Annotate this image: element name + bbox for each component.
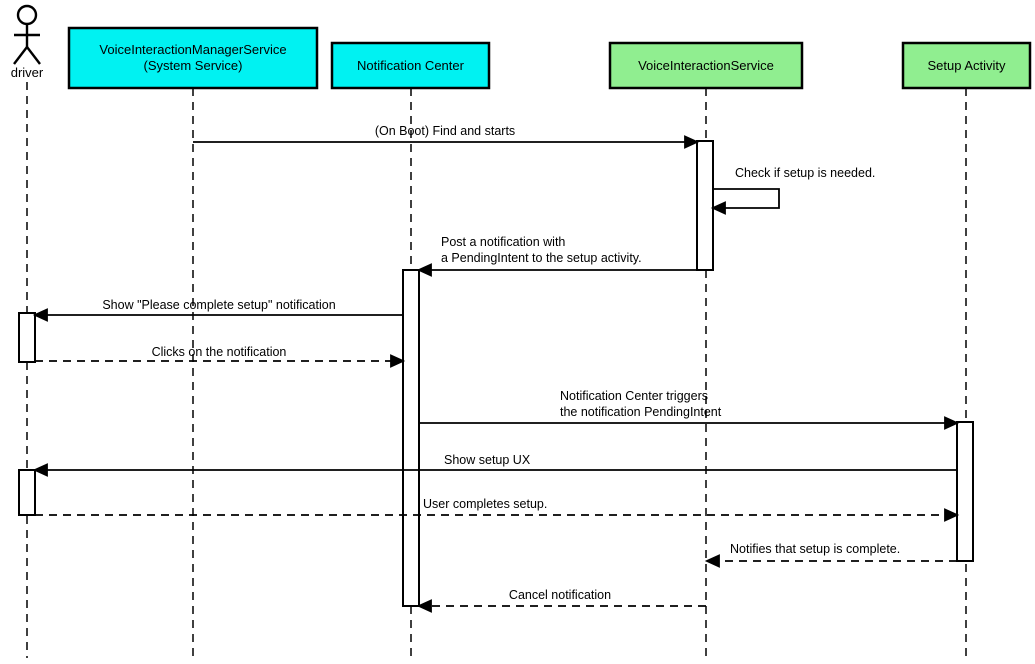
participant-label-line: VoiceInteractionService — [638, 57, 774, 73]
message-label-clicks-notification: Clicks on the notification — [151, 345, 287, 359]
arrow-trigger-pending-intent — [419, 416, 960, 430]
participant-setup-activity: Setup Activity — [903, 43, 1030, 88]
message-label-line: the notification PendingIntent — [560, 405, 722, 419]
message-label-show-setup-ux: Show setup UX — [444, 453, 531, 467]
participant-label-line: VoiceInteractionManagerService — [99, 42, 287, 57]
activation-driver-1 — [18, 312, 36, 363]
message-label-notifies-setup-complete: Notifies that setup is complete. — [730, 542, 901, 556]
message-label-trigger-pending-intent: Notification Center triggers the notific… — [560, 388, 721, 420]
arrow-notifies-setup-complete — [704, 554, 957, 568]
message-label-line: Notification Center triggers — [560, 389, 708, 403]
arrow-cancel-notification — [416, 599, 706, 613]
actor-driver-label: driver — [10, 65, 44, 80]
message-label-show-setup-notification: Show "Please complete setup" notificatio… — [102, 298, 336, 312]
message-label-cancel-notification: Cancel notification — [508, 588, 612, 602]
message-label-on-boot: (On Boot) Find and starts — [374, 124, 516, 138]
message-label-check-setup: Check if setup is needed. — [735, 166, 876, 180]
participant-label-line: Notification Center — [357, 57, 464, 73]
message-label-line: a PendingIntent to the setup activity. — [441, 251, 642, 265]
arrow-post-notification — [416, 263, 697, 277]
participant-box-voice-interaction-service — [608, 41, 804, 90]
arrow-on-boot-find-and-starts — [193, 135, 700, 149]
participant-box-setup-activity — [901, 41, 1032, 90]
arrow-user-completes-setup — [35, 508, 960, 522]
arrow-show-setup-notification — [32, 308, 403, 322]
message-label-line: Post a notification with — [441, 235, 566, 249]
activation-setup-activity — [956, 421, 974, 562]
arrow-clicks-notification — [35, 354, 406, 368]
participant-label-line: Setup Activity — [927, 57, 1006, 73]
actor-driver-icon — [13, 4, 41, 65]
participant-box-voice-interaction-manager-service — [67, 26, 319, 90]
message-label-user-completes-setup: User completes setup. — [423, 497, 548, 511]
participant-voice-interaction-service: VoiceInteractionService — [610, 43, 802, 88]
arrow-show-setup-ux — [32, 463, 957, 477]
participant-voice-interaction-manager-service: VoiceInteractionManagerService (System S… — [69, 28, 317, 88]
message-label-post-notification: Post a notification with a PendingIntent… — [441, 234, 642, 266]
participant-notification-center: Notification Center — [332, 43, 489, 88]
activation-driver-2 — [18, 469, 36, 516]
participant-label-line: (System Service) — [143, 58, 243, 73]
activation-notification-center — [402, 269, 420, 607]
activation-voice-interaction-service — [696, 140, 714, 271]
arrow-check-if-setup-needed — [710, 188, 780, 215]
participant-box-notification-center — [330, 41, 491, 90]
